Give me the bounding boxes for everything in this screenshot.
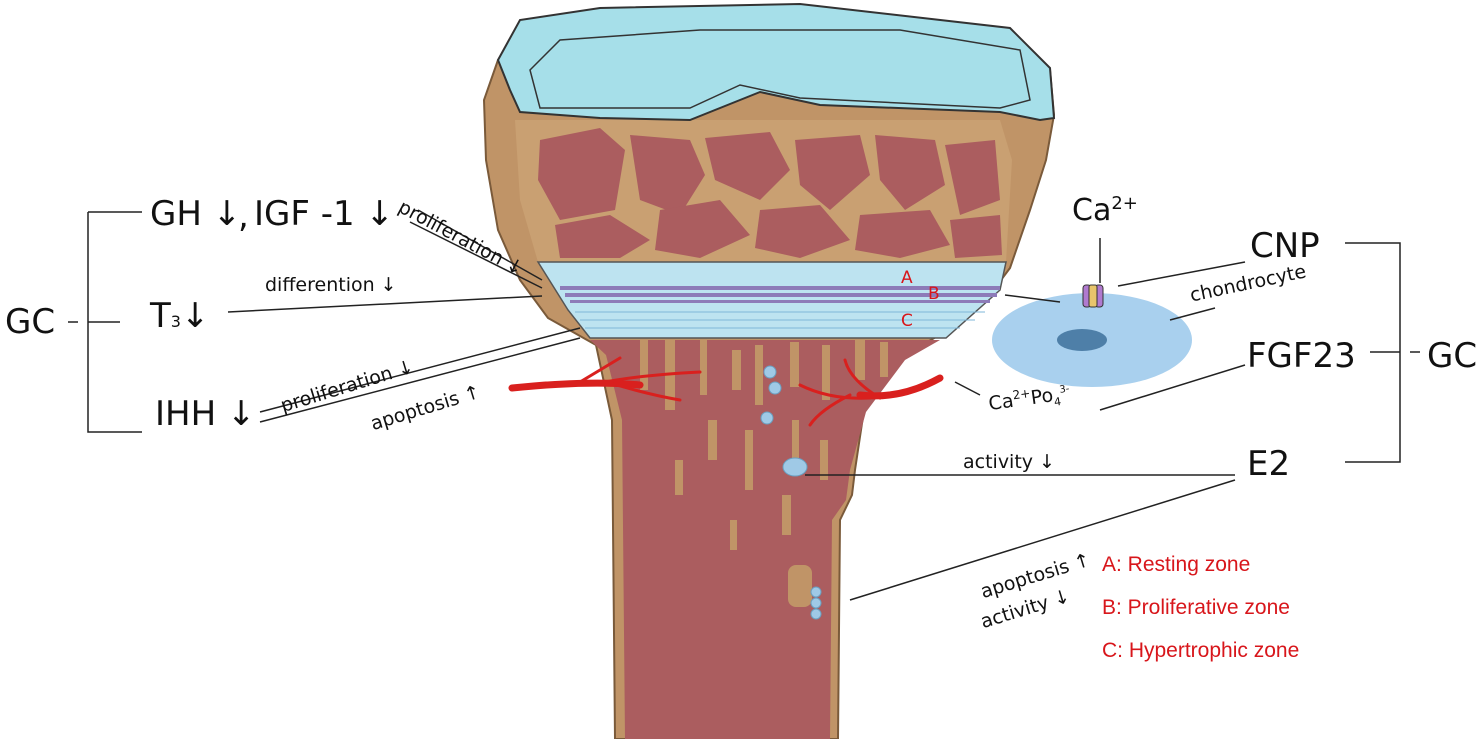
- hypertrophic-cells: [575, 311, 985, 329]
- cnp-label: CNP: [1250, 226, 1320, 266]
- activity-label: activity ↓: [963, 451, 1055, 473]
- zone-a-label: A: [901, 268, 913, 288]
- igf-label: IGF -1 ↓: [254, 194, 394, 234]
- po-sub: 4: [1053, 394, 1062, 409]
- gc-right-label: GC: [1427, 336, 1476, 376]
- blood-vessels: [508, 356, 944, 427]
- ca-main: Ca: [1072, 193, 1112, 228]
- po-sup: 3-: [1058, 383, 1071, 396]
- ca-sup: 2+: [1111, 193, 1138, 214]
- fgf23-label: FGF23: [1247, 336, 1356, 376]
- legend-proliferative-zone: B: Proliferative zone: [1102, 596, 1290, 619]
- bone-cells: [760, 365, 822, 620]
- receptor-icon: [1082, 284, 1104, 308]
- ca-po-main: Ca: [987, 389, 1015, 416]
- comma-label: ,: [238, 196, 249, 236]
- t3-arrow: ↓: [180, 296, 210, 336]
- legend-hypertrophic-zone: C: Hypertrophic zone: [1102, 639, 1300, 662]
- differention-label: differention ↓: [265, 274, 397, 296]
- epiphysis-marrow: [538, 128, 1002, 258]
- t3-label: T3↓: [150, 296, 209, 336]
- gh-label: GH ↓: [150, 194, 242, 234]
- proliferative-cells: [560, 286, 1000, 303]
- gc-left-label: GC: [5, 302, 56, 342]
- po-main: Po: [1029, 384, 1055, 410]
- zone-b-label: B: [928, 284, 940, 304]
- bone-marrow: [590, 340, 940, 739]
- chondrocyte-nucleus: [1057, 329, 1107, 351]
- legend-resting-zone: A: Resting zone: [1102, 553, 1251, 576]
- ihh-label: IHH ↓: [155, 394, 256, 434]
- t3-sub: 3: [170, 312, 181, 331]
- e2-label: E2: [1247, 444, 1291, 484]
- ca-label: Ca2+: [1072, 193, 1138, 228]
- t3-main: T: [150, 296, 171, 336]
- zone-c-label: C: [901, 311, 913, 331]
- ca-po-sup: 2+: [1011, 386, 1032, 403]
- connector-lines: [68, 209, 1420, 601]
